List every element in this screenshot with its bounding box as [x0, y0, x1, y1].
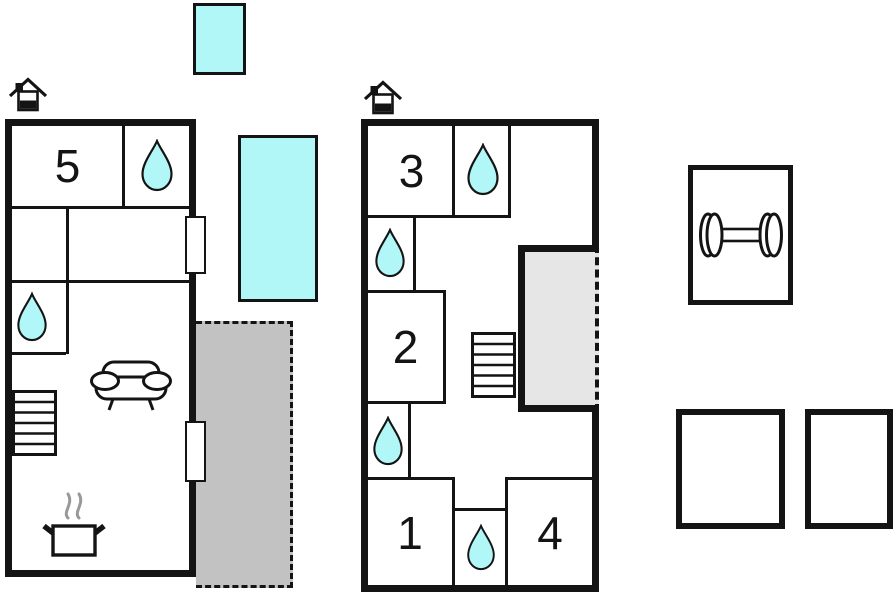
- wall-segment: [452, 126, 455, 218]
- water-drop-icon: [372, 416, 404, 466]
- room-label-bedroom-5: 5: [54, 140, 81, 192]
- fitness-room: [688, 165, 793, 305]
- wall-segment: [413, 218, 416, 293]
- wall-segment: [368, 477, 455, 480]
- house-entrance-icon: [363, 79, 403, 117]
- water-drop-icon: [466, 524, 496, 571]
- wall-segment: [368, 215, 511, 218]
- room-label-bedroom-4: 4: [537, 506, 563, 559]
- wall-segment: [122, 126, 125, 206]
- stairs-icon: [12, 390, 57, 456]
- water-drop-icon: [140, 139, 174, 192]
- outbuilding-shed: [805, 409, 893, 529]
- pool: [238, 135, 318, 302]
- house-entrance-icon: [8, 76, 48, 114]
- stairs-icon: [471, 332, 516, 398]
- wall-segment: [452, 477, 455, 585]
- terrace: [196, 321, 293, 588]
- room-label-bedroom-3: 3: [398, 144, 425, 197]
- balcony: [518, 245, 599, 412]
- wall-segment: [408, 404, 411, 477]
- wall-segment: [368, 401, 446, 404]
- outbuilding-shed: [676, 409, 785, 529]
- hot-tub: [193, 3, 246, 75]
- dumbbell-icon: [698, 212, 783, 258]
- wall-segment: [443, 290, 446, 404]
- wall-segment: [66, 209, 69, 354]
- wall-segment: [12, 352, 66, 355]
- wall-segment: [505, 480, 508, 585]
- wall-segment: [455, 508, 505, 511]
- room-label-bedroom-2: 2: [392, 321, 419, 373]
- room-label-bedroom-1: 1: [397, 506, 423, 559]
- cooking-pot-icon: [42, 492, 106, 557]
- wall-segment: [368, 290, 446, 293]
- water-drop-icon: [374, 228, 406, 278]
- sofa-icon: [90, 360, 172, 411]
- wall-segment: [505, 477, 592, 480]
- water-drop-icon: [466, 143, 500, 196]
- building-left-outline: [5, 119, 196, 577]
- wall-segment: [12, 280, 189, 283]
- wall-segment: [12, 206, 189, 209]
- wall-segment: [508, 126, 511, 218]
- water-drop-icon: [16, 291, 48, 343]
- window: [185, 216, 206, 274]
- window: [185, 421, 206, 482]
